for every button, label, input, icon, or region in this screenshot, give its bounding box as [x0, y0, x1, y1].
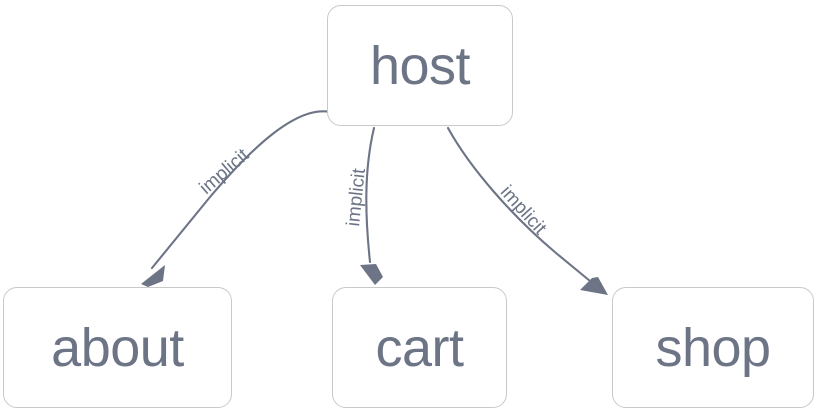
graph-node-cart[interactable]: cart: [332, 287, 507, 408]
edge-host-to-about-label: implicit: [196, 144, 254, 198]
edge-host-to-about-arrowhead: [141, 265, 165, 287]
graph-node-host[interactable]: host: [327, 5, 513, 126]
graph-node-host-label: host: [369, 35, 471, 96]
graph-node-about-label: about: [51, 317, 184, 378]
edge-host-to-about[interactable]: implicit: [141, 110, 332, 287]
edge-host-to-shop[interactable]: implicit: [446, 126, 608, 295]
graph-node-cart-label: cart: [375, 317, 464, 378]
graph-node-shop[interactable]: shop: [612, 287, 814, 408]
graph-node-shop-label: shop: [655, 317, 771, 378]
edge-host-to-cart-path: [365, 126, 376, 264]
edge-host-to-shop-arrowhead: [580, 277, 608, 295]
edge-host-to-cart[interactable]: implicit: [343, 126, 383, 285]
edge-host-to-about-path: [150, 110, 332, 270]
graph-node-about[interactable]: about: [3, 287, 232, 408]
edge-host-to-shop-path: [446, 126, 592, 283]
edge-host-to-shop-label: implicit: [496, 182, 551, 240]
edge-host-to-cart-arrowhead: [360, 264, 383, 285]
